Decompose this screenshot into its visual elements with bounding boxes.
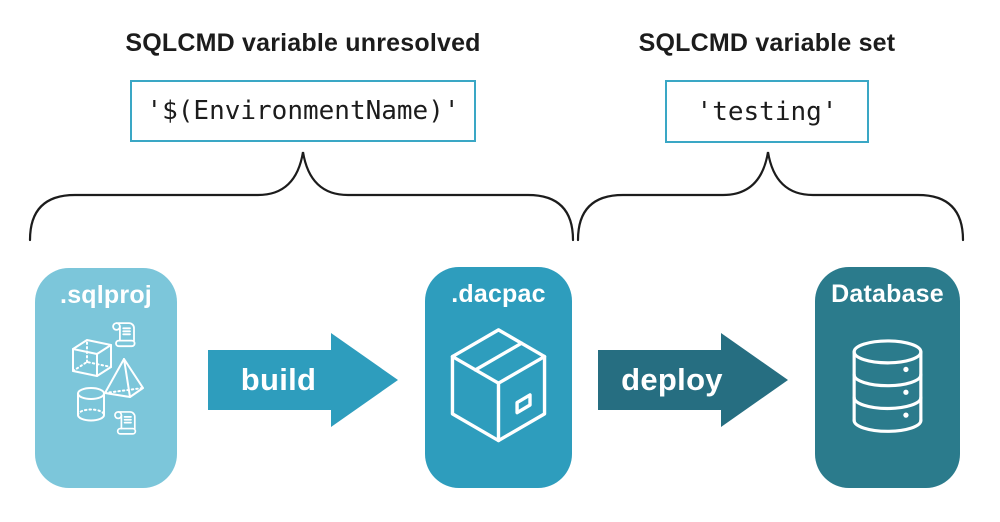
right-brace: [576, 151, 965, 242]
database-icon: [852, 339, 923, 433]
deploy-arrow-label: deploy: [621, 362, 723, 397]
sqlproj-card: .sqlproj: [35, 268, 177, 488]
resolved-variable-box: 'testing': [665, 80, 869, 143]
cylinder-icon: [77, 387, 105, 422]
left-heading: SQLCMD variable unresolved: [125, 29, 481, 57]
build-arrow: [208, 333, 398, 427]
resolved-variable-text: 'testing': [696, 96, 838, 127]
database-card: Database: [815, 267, 960, 488]
package-icon: [450, 328, 547, 443]
dacpac-card-label: .dacpac: [451, 280, 546, 308]
deploy-arrow: [598, 333, 788, 427]
unresolved-variable-box: '$(EnvironmentName)': [130, 80, 476, 142]
right-heading: SQLCMD variable set: [638, 29, 896, 57]
database-card-label: Database: [831, 280, 944, 308]
pyramid-icon: [104, 358, 144, 398]
sql-project-objects-icon: [72, 322, 144, 435]
left-brace: [28, 151, 575, 242]
sqlproj-card-label: .sqlproj: [60, 281, 152, 309]
unresolved-variable-text: '$(EnvironmentName)': [146, 96, 460, 126]
build-arrow-label: build: [240, 362, 317, 397]
scroll-icon: [112, 322, 136, 348]
cube-icon: [72, 339, 112, 377]
dacpac-card: .dacpac: [425, 267, 572, 488]
scroll-icon: [114, 411, 137, 435]
